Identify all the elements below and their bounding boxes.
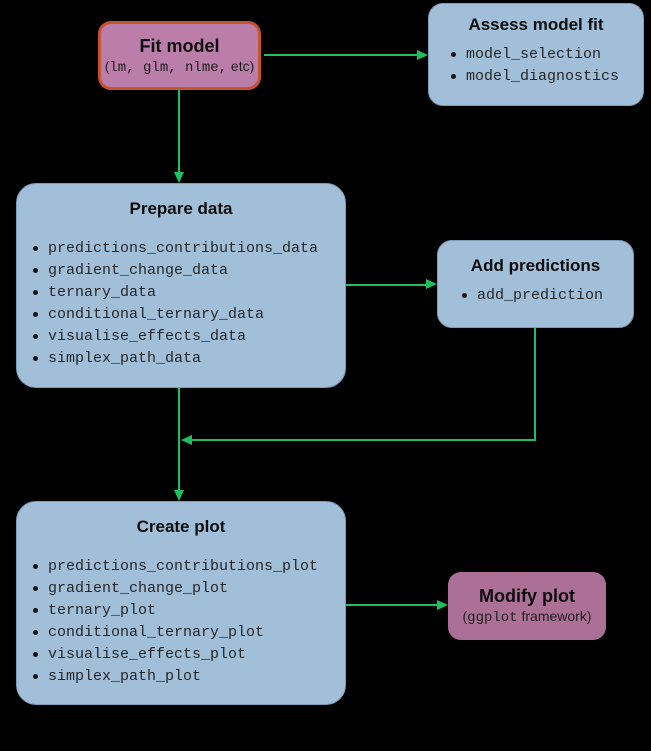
arrow-prepare-to-create-line <box>178 388 180 490</box>
node-title: Prepare data <box>129 199 233 218</box>
node-prepare-data: Prepare data predictions_contributions_d… <box>16 183 346 388</box>
list-item: conditional_ternary_data <box>31 304 345 326</box>
arrow-prepare-to-add-line <box>346 284 426 286</box>
list-item: gradient_change_data <box>31 260 345 282</box>
list-item: ternary_data <box>31 282 345 304</box>
subtitle-rest: etc) <box>227 57 255 74</box>
subtitle-code: lm, glm, nlme, <box>109 59 228 76</box>
arrow-create-to-modify-line <box>346 604 437 606</box>
node-modify-plot: Modify plot (ggplot framework) <box>448 572 606 640</box>
subtitle-rest: framework) <box>517 608 592 624</box>
list-item: model_selection <box>449 44 643 66</box>
node-title: Fit model <box>139 35 220 56</box>
node-fit-model: Fit model (lm, glm, nlme, etc) <box>98 21 261 90</box>
function-list: predictions_contributions_data gradient_… <box>17 238 345 370</box>
arrow-prepare-to-create-head-icon <box>174 490 184 501</box>
arrow-fit-to-assess-line <box>264 54 417 56</box>
node-assess-model-fit: Assess model fit model_selection model_d… <box>428 3 644 106</box>
arrow-create-to-modify-head-icon <box>437 600 448 610</box>
function-list: model_selection model_diagnostics <box>429 44 643 88</box>
list-item: ternary_plot <box>31 600 345 622</box>
arrow-add-to-junction-hline <box>192 439 536 441</box>
list-item: visualise_effects_data <box>31 326 345 348</box>
function-list: predictions_contributions_plot gradient_… <box>17 556 345 688</box>
list-item: predictions_contributions_data <box>31 238 345 260</box>
node-subtitle: (ggplot framework) <box>448 608 606 626</box>
node-title: Create plot <box>136 517 226 536</box>
subtitle-open: ( <box>104 57 110 74</box>
arrow-fit-to-prepare-head-icon <box>174 172 184 183</box>
list-item: simplex_path_plot <box>31 666 345 688</box>
node-title: Modify plot <box>479 586 575 606</box>
node-title: Add predictions <box>470 256 601 275</box>
list-item: gradient_change_plot <box>31 578 345 600</box>
list-item: visualise_effects_plot <box>31 644 345 666</box>
list-item: add_prediction <box>460 285 633 307</box>
arrow-fit-to-prepare-line <box>178 90 180 172</box>
node-title: Assess model fit <box>468 15 604 34</box>
list-item: predictions_contributions_plot <box>31 556 345 578</box>
subtitle-open: ( <box>462 608 468 624</box>
arrow-add-to-junction-vline <box>534 328 536 441</box>
arrow-fit-to-assess-head-icon <box>417 50 428 60</box>
arrow-prepare-to-add-head-icon <box>426 279 437 289</box>
node-create-plot: Create plot predictions_contributions_pl… <box>16 501 346 705</box>
function-list: add_prediction <box>438 285 633 307</box>
node-add-predictions: Add predictions add_prediction <box>437 240 634 328</box>
list-item: simplex_path_data <box>31 348 345 370</box>
list-item: model_diagnostics <box>449 66 643 88</box>
arrow-add-to-junction-head-icon <box>181 435 192 445</box>
subtitle-code: ggplot <box>467 610 518 626</box>
node-subtitle: (lm, glm, nlme, etc) <box>101 58 258 76</box>
list-item: conditional_ternary_plot <box>31 622 345 644</box>
